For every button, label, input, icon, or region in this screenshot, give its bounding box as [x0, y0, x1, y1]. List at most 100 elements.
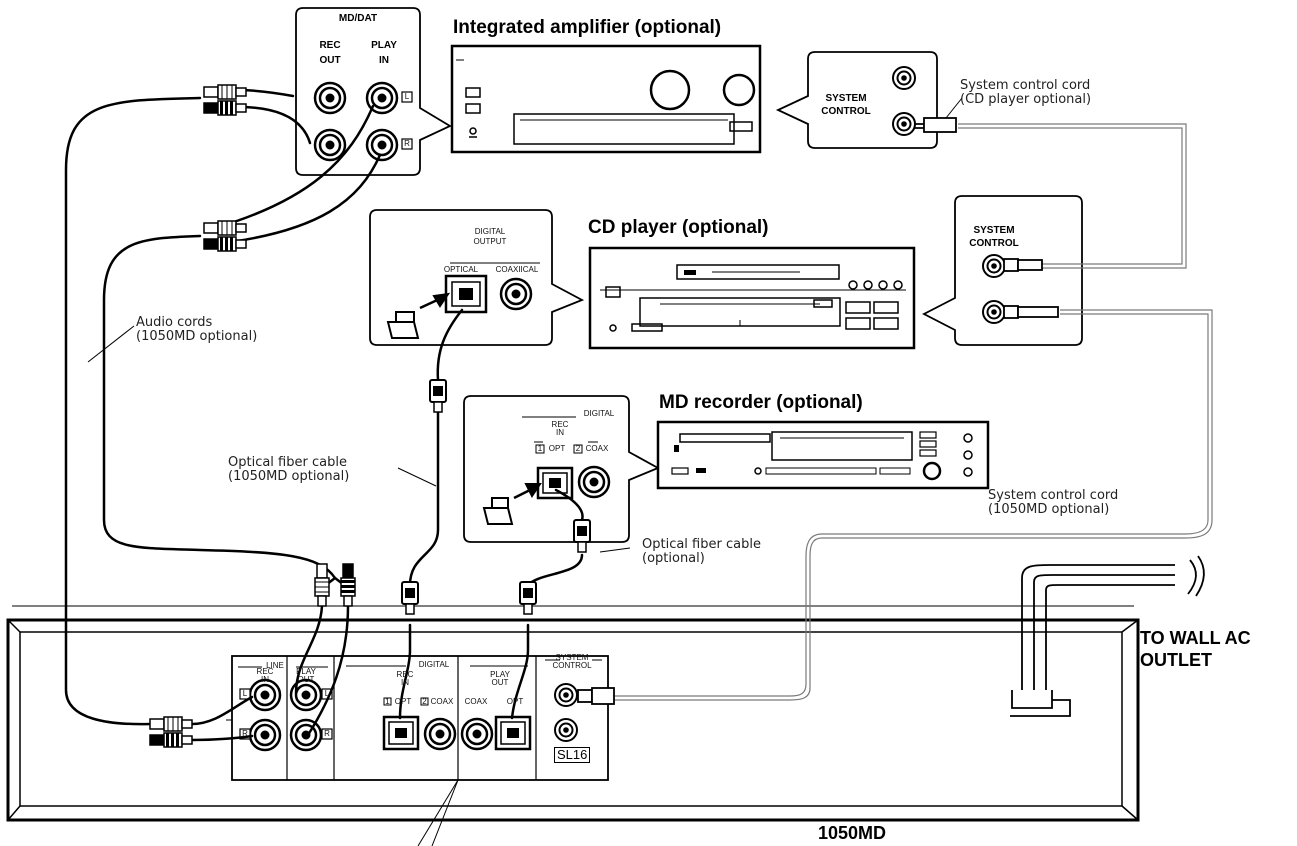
cd-digital-header-2: OUTPUT [473, 237, 507, 247]
md-dat-play-in-label-1: PLAY [371, 40, 397, 51]
optical-plug-cd [429, 379, 447, 413]
optical-plug-md [573, 519, 591, 553]
md-dat-r-label: R [404, 139, 410, 148]
md-rec-in-label-2: IN [556, 428, 564, 438]
md-opt-label: OPT [548, 444, 566, 453]
panel-system-control-jack-1 [554, 683, 578, 707]
panel-system-control-jack-2 [554, 718, 578, 742]
panel-rec-in-label-1: REC [256, 667, 274, 676]
panel-num2-label: 2 [422, 697, 427, 706]
md-dust-cap [482, 483, 542, 525]
audio-cables [64, 88, 382, 742]
panel-d-play-out-label-2: OUT [491, 678, 509, 688]
integrated-amplifier [450, 44, 762, 154]
panel-coax-out-label: COAX [464, 697, 488, 706]
cd-coaxial-output-jack [499, 277, 533, 311]
md-num1-label: 1 [537, 444, 543, 453]
cd-sc-label-2: CONTROL [969, 237, 1019, 249]
cd-system-control-jack-2 [982, 300, 1006, 324]
panel-play-out-label-1: PLAY [296, 667, 316, 676]
system-control-plugs [577, 117, 1059, 705]
rca-plugs-vertical [314, 563, 356, 607]
md-dat-header: MD/DAT [338, 13, 378, 24]
md-recorder-title: MD recorder (optional) [659, 392, 863, 413]
rca-plug-md-dat-1 [203, 84, 247, 100]
cd-player [588, 246, 916, 350]
panel-optical-out-jack [494, 715, 532, 751]
md-dat-rec-out-r-jack [313, 128, 347, 162]
rca-plug-md-dat-2 [203, 100, 247, 116]
main-unit-title: 1050MD [818, 823, 887, 843]
sc-cord-1050-line2: (1050MD optional) [988, 501, 1110, 517]
optical-opt-line2: (optional) [642, 550, 705, 566]
panel-d-rec-in-label-1: REC [396, 670, 414, 679]
optical-plug-panel-out [519, 581, 537, 615]
panel-sl-badge: SL16 [554, 747, 591, 763]
optical-1050-line1: Optical fiber cable [228, 455, 347, 470]
sc-cord-cd-line1: System control cord [960, 78, 1091, 93]
panel-num1-label: 1 [385, 697, 390, 706]
audio-cords-line2: (1050MD optional) [136, 328, 258, 344]
panel-sc-label-1: SYSTEM [555, 653, 589, 662]
cd-dust-cap [386, 292, 451, 339]
md-recorder [656, 420, 990, 490]
cd-digital-header-1: DIGITAL [474, 227, 506, 236]
panel-d-play-out-label-1: PLAY [490, 670, 510, 679]
audio-cords-line1: Audio cords [136, 315, 213, 330]
md-dat-play-in-label-2: IN [379, 54, 389, 66]
panel-sc-label-2: CONTROL [552, 661, 592, 671]
panel-line-label: LINE [266, 661, 284, 670]
md-num2-label: 2 [575, 444, 581, 453]
panel-digital-label: DIGITAL [418, 660, 450, 669]
cd-optical-label: OPTICAL [443, 265, 479, 274]
amp-system-control-jack-1 [892, 66, 916, 90]
md-dat-rec-out-label-2: OUT [319, 54, 341, 66]
md-dat-l-label: L [404, 92, 410, 101]
panel-play-out-r-jack [289, 718, 323, 752]
panel-opt-in-label: OPT [394, 697, 412, 706]
cd-player-title: CD player (optional) [588, 217, 769, 238]
sc-cord-cd-line2: (CD player optional) [960, 91, 1092, 107]
optical-opt-line1: Optical fiber cable [642, 537, 761, 552]
wall-outlet-line2: OUTLET [1140, 649, 1212, 670]
sc-cord-1050-line1: System control cord [988, 488, 1119, 503]
md-dat-l-r-markers [401, 91, 413, 150]
optical-plug-panel-in [401, 581, 419, 615]
optical-1050-line2: (1050MD optional) [228, 468, 350, 484]
annotation-leaders [87, 97, 963, 846]
panel-r-label-2: R [324, 729, 330, 738]
panel-r-label-1: R [242, 729, 248, 738]
cd-coaxial-label: COAXIICAL [495, 265, 539, 274]
main-unit-cabinet [6, 605, 1140, 822]
panel-coax-in-label: COAX [430, 697, 454, 706]
system-control-cords [612, 123, 1213, 701]
panel-optical-in-jack [382, 715, 420, 751]
rca-plug-panel-1 [149, 716, 193, 732]
md-dat-rec-out-l-jack [313, 81, 347, 115]
amp-sc-label-1: SYSTEM [825, 93, 867, 104]
rca-plug-panel-2 [149, 732, 193, 748]
md-dat-play-in-r-jack [365, 128, 399, 162]
amplifier-title: Integrated amplifier (optional) [453, 17, 722, 38]
panel-l-label-2: L [324, 689, 330, 698]
md-dat-rec-out-label-1: REC [319, 40, 341, 51]
panel-coax-out-jack [460, 717, 494, 751]
panel-play-out-label-2: OUT [297, 675, 315, 685]
cd-sc-label-1: SYSTEM [973, 225, 1015, 236]
power-cord [1010, 555, 1205, 717]
panel-rec-in-label-2: IN [261, 675, 269, 685]
cd-system-control-jack-1 [982, 254, 1006, 278]
md-coaxial-input-jack [577, 465, 611, 499]
amp-system-control-jack-2 [892, 112, 916, 136]
md-rec-number-boxes [535, 444, 583, 454]
wall-outlet-line1: TO WALL AC [1140, 628, 1251, 648]
rear-panel [226, 655, 609, 781]
rca-plug-md-dat-3 [203, 220, 247, 236]
md-coax-label: COAX [585, 444, 609, 453]
optical-cables [398, 308, 584, 720]
panel-l-label-1: L [242, 689, 248, 698]
md-rec-in-label-1: REC [551, 420, 569, 429]
rca-plug-md-dat-4 [203, 236, 247, 252]
